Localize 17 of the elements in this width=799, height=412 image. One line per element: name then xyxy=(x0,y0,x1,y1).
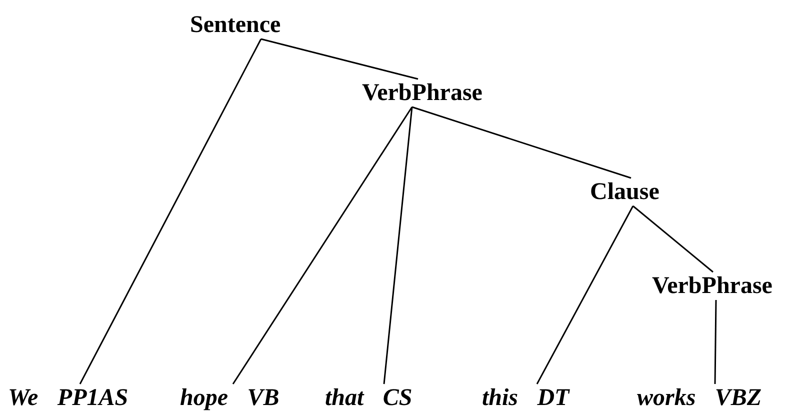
tree-branch-line xyxy=(536,206,634,384)
tree-branch-line xyxy=(632,205,714,273)
word-tag-leaf: that CS xyxy=(325,386,412,410)
phrase-label: VerbPhrase xyxy=(652,274,772,298)
tree-branch-line xyxy=(260,38,418,80)
word-tag-leaf: We PP1AS xyxy=(8,386,128,410)
tree-branch-line xyxy=(79,38,262,384)
tree-branch-line xyxy=(383,106,413,384)
phrase-label: VerbPhrase xyxy=(362,81,482,105)
word-tag-leaf: this DT xyxy=(482,386,570,410)
phrase-label: Sentence xyxy=(190,13,281,37)
tree-branch-line xyxy=(714,300,717,384)
word-tag-leaf: works VBZ xyxy=(637,386,762,410)
tree-branch-line xyxy=(412,106,632,179)
word-tag-leaf: hope VB xyxy=(180,386,280,410)
phrase-label: Clause xyxy=(590,180,660,204)
tree-branch-line xyxy=(232,106,413,384)
